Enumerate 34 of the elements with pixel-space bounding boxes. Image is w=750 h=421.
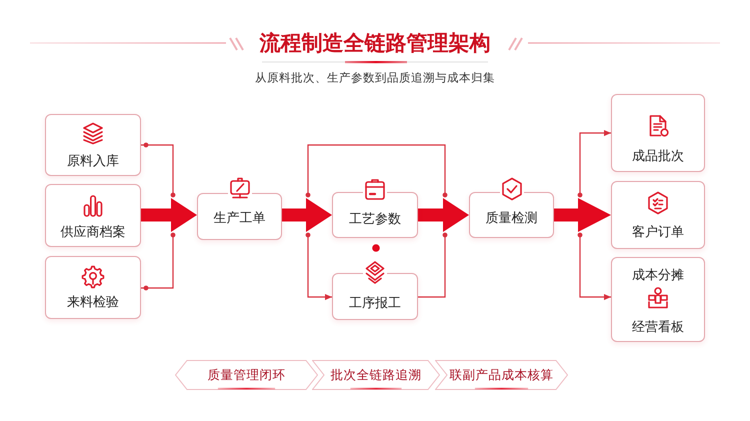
connector-arrow [306, 232, 332, 300]
step-label: 工艺参数 [349, 212, 401, 228]
flow-arrow [418, 198, 469, 232]
connector-line [141, 232, 176, 290]
banner-label: 质量管理闭环 [208, 367, 286, 383]
output-card [611, 181, 705, 249]
chevron-banner [175, 360, 318, 390]
source-card [45, 256, 141, 319]
step-label: 成品批次 [632, 149, 684, 165]
connector-line [418, 232, 448, 298]
step-label: 来料检验 [67, 295, 119, 311]
banner-label: 批次全链路追溯 [330, 367, 422, 383]
subtitle: 从原料批次、生产参数到品质追溯与成本归集 [255, 70, 495, 86]
step-label: 质量检测 [486, 211, 538, 227]
flow-arrow [282, 198, 332, 232]
flow-arrow [554, 198, 611, 232]
connector-arrow [578, 130, 611, 198]
banner-label: 联副产品成本核算 [450, 367, 554, 383]
step-label: 客户订单 [632, 225, 684, 241]
output-card [611, 94, 705, 172]
step-label: 成本分摊 [632, 268, 684, 284]
step-label: 工序报工 [349, 296, 401, 312]
step-label: 生产工单 [214, 211, 266, 227]
diagram-title: 流程制造全链路管理架构 [260, 30, 490, 56]
source-card [45, 184, 141, 247]
step-label: 经营看板 [632, 320, 684, 336]
source-card [45, 114, 141, 176]
chevron-banner [312, 360, 440, 390]
connector-line [306, 144, 448, 198]
chevron-banner [435, 360, 568, 390]
output-card [611, 257, 705, 342]
step-label: 原料入库 [67, 154, 119, 170]
connector-arrow [578, 232, 611, 300]
step-label: 供应商档案 [60, 225, 126, 241]
